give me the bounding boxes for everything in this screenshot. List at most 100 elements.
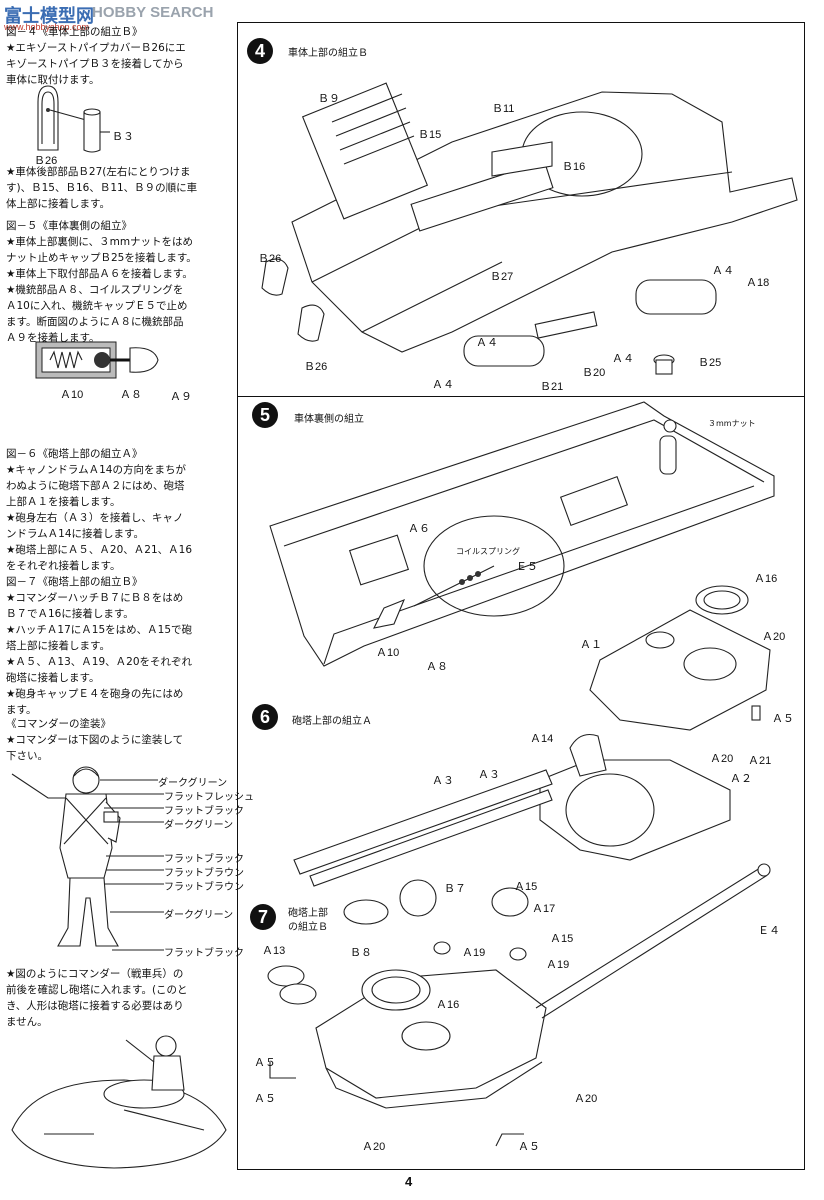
section-title: 《コマンダーの塗装》 [6, 718, 111, 730]
part-label-a20: Ａ20 [710, 753, 734, 765]
text-line: 上部Ａ１を接着します。 [6, 496, 121, 508]
paint-label: フラットブラック [164, 806, 244, 817]
text-line: 下さい。 [6, 750, 48, 762]
text-line: Ａ９を接着します。 [6, 332, 100, 344]
step-number: 4 [247, 38, 273, 64]
part-label-a3: Ａ３ [432, 775, 454, 787]
exhaust-cover-illustration [37, 85, 110, 153]
text-line: キゾーストパイプＢ３を接着してから [6, 58, 184, 70]
text-line: ★砲身左右（Ａ３）を接着し、キャノ [6, 512, 184, 524]
text-line: ★エキゾーストパイプカバーＢ26にエ [6, 42, 186, 54]
text-line: 塔上部に接着します。 [6, 640, 110, 652]
watermark: 富士模型网 HOBBY SEARCH www.hobbyshop.com [0, 0, 230, 32]
part-label-b9: Ｂ９ [318, 93, 340, 105]
watermark-logo: 富士模型网 [4, 6, 94, 26]
text-line: ★砲身キャップＥ４を砲身の先にはめ [6, 688, 184, 700]
turret-upper-b-diagram [267, 863, 771, 1147]
part-label-a13: Ａ13 [262, 945, 286, 957]
part-label-b25: Ｂ25 [698, 357, 722, 369]
text-line: 体上部に接着します。 [6, 198, 110, 210]
step-title: 砲塔上部 [288, 908, 328, 919]
part-label-a19: Ａ19 [546, 959, 570, 971]
part-label-a4: Ａ４ [712, 265, 734, 277]
text-line: をそれぞれ接着します。 [6, 560, 121, 572]
paint-label: ダークグリーン [158, 778, 228, 789]
left-section-6: 図－６《砲塔上部の組立Ａ》 ★キャノンドラムＡ14の方向をまちが わぬように砲塔… [6, 446, 192, 574]
text-line: 前後を確認し砲塔に入れます。(このと [6, 984, 188, 996]
part-label-b27: Ｂ27 [490, 271, 514, 283]
paint-leader-lines [100, 779, 164, 951]
part-label-a14: Ａ14 [530, 733, 554, 745]
part-label-a6: Ａ６ [408, 523, 430, 535]
part-label-spring: コイルスプリング [456, 547, 520, 556]
label-a10: Ａ10 [60, 389, 84, 401]
section-title: 図－４《車体上部の組立Ｂ》 [6, 26, 143, 38]
part-label-a4: Ａ４ [612, 353, 634, 365]
step-title: 砲塔上部の組立Ａ [292, 716, 372, 727]
step-title: 車体裏側の組立 [294, 414, 364, 425]
paint-label: フラットブラック [164, 948, 244, 959]
turret-upper-a-diagram [293, 585, 771, 887]
part-label-a16: Ａ16 [436, 999, 460, 1011]
step-divider [238, 396, 804, 397]
part-label-a5: Ａ５ [254, 1057, 276, 1069]
text-line: ★車体後部部品Ｂ27(左右にとりつけま [6, 166, 191, 178]
page-number: 4 [405, 1174, 413, 1189]
paint-label: フラットブラウン [164, 868, 244, 879]
text-line: わぬように砲塔下部Ａ２にはめ、砲塔 [6, 480, 185, 492]
part-label-e4: Ｅ４ [758, 925, 780, 937]
left-section-paint: 《コマンダーの塗装》 ★コマンダーは下図のように塗装して 下さい。 [6, 716, 183, 764]
part-label-a4: Ａ４ [432, 379, 454, 391]
part-label-a5: Ａ５ [254, 1093, 276, 1105]
step-title: の組立Ｂ [288, 922, 328, 933]
section-title: 図－６《砲塔上部の組立Ａ》 [6, 448, 143, 460]
step-number: 7 [250, 904, 276, 930]
part-label-b11: Ｂ11 [492, 103, 515, 115]
label-a8: Ａ８ [120, 389, 142, 401]
text-line: 車体に取付けます。 [6, 74, 100, 86]
text-line: す)、Ｂ15、Ｂ16、Ｂ11、Ｂ９の順に車 [6, 182, 198, 194]
left-section-4b: ★車体後部部品Ｂ27(左右にとりつけま す)、Ｂ15、Ｂ16、Ｂ11、Ｂ９の順に… [6, 164, 197, 212]
text-line: 砲塔に接着します。 [6, 672, 100, 684]
machine-gun-cross-section [35, 341, 159, 379]
part-label-a1: Ａ１ [580, 639, 602, 651]
part-label-a8: Ａ８ [426, 661, 448, 673]
text-line: き、人形は砲塔に接着する必要はあり [6, 1000, 184, 1012]
part-label-b20: Ｂ20 [582, 367, 606, 379]
paint-label: フラットブラウン [164, 882, 244, 893]
left-section-4: 図－４《車体上部の組立Ｂ》 ★エキゾーストパイプカバーＢ26にエ キゾーストパイ… [6, 24, 186, 88]
text-line: ナット止めキャップＢ25を接着します。 [6, 252, 197, 264]
part-label-a20: Ａ20 [362, 1141, 386, 1153]
part-label-b21: Ｂ21 [540, 381, 564, 393]
part-label-a19: Ａ19 [462, 947, 486, 959]
instructions-panel [237, 22, 805, 1170]
label-b3: Ｂ３ [112, 131, 134, 143]
part-label-e5: Ｅ５ [516, 561, 538, 573]
label-a9: Ａ９ [170, 391, 192, 403]
part-label-a4: Ａ４ [476, 337, 498, 349]
watermark-url: www.hobbyshop.com [4, 22, 90, 32]
text-line: ★コマンダーハッチＢ７にＢ８をはめ [6, 592, 184, 604]
part-label-a21: Ａ21 [748, 755, 772, 767]
part-label-b16: Ｂ16 [562, 161, 586, 173]
section-title: 図－５《車体裏側の組立》 [6, 220, 132, 232]
part-label-a20: Ａ20 [574, 1093, 598, 1105]
left-section-7: 図－７《砲塔上部の組立Ｂ》 ★コマンダーハッチＢ７にＢ８をはめ Ｂ７でＡ16に接… [6, 574, 192, 718]
part-label-nut: ３mmナット [708, 419, 756, 428]
text-line: ★車体上下取付部品Ａ６を接着します。 [6, 268, 193, 280]
part-label-a15: Ａ15 [514, 881, 538, 893]
text-line: ます。 [6, 704, 37, 716]
part-label-a5: Ａ５ [772, 713, 794, 725]
part-label-a16: Ａ16 [754, 573, 778, 585]
text-line: Ｂ７でＡ16に接着します。 [6, 608, 134, 620]
section-title: 図－７《砲塔上部の組立Ｂ》 [6, 576, 143, 588]
paint-label: ダークグリーン [164, 910, 234, 921]
text-line: ★キャノンドラムＡ14の方向をまちが [6, 464, 186, 476]
left-section-placement: ★図のようにコマンダー（戦車兵）の 前後を確認し砲塔に入れます。(このと き、人… [6, 966, 188, 1030]
paint-label: フラットブラック [164, 854, 244, 865]
text-line: ★機銃部品Ａ８、コイルスプリングを [6, 284, 184, 296]
watermark-text: HOBBY SEARCH [92, 4, 214, 21]
text-line: Ａ10に入れ、機銃キャップＥ５で止め [6, 300, 188, 312]
text-line: ★コマンダーは下図のように塗装して [6, 734, 184, 746]
label-b26: Ｂ26 [34, 155, 58, 167]
